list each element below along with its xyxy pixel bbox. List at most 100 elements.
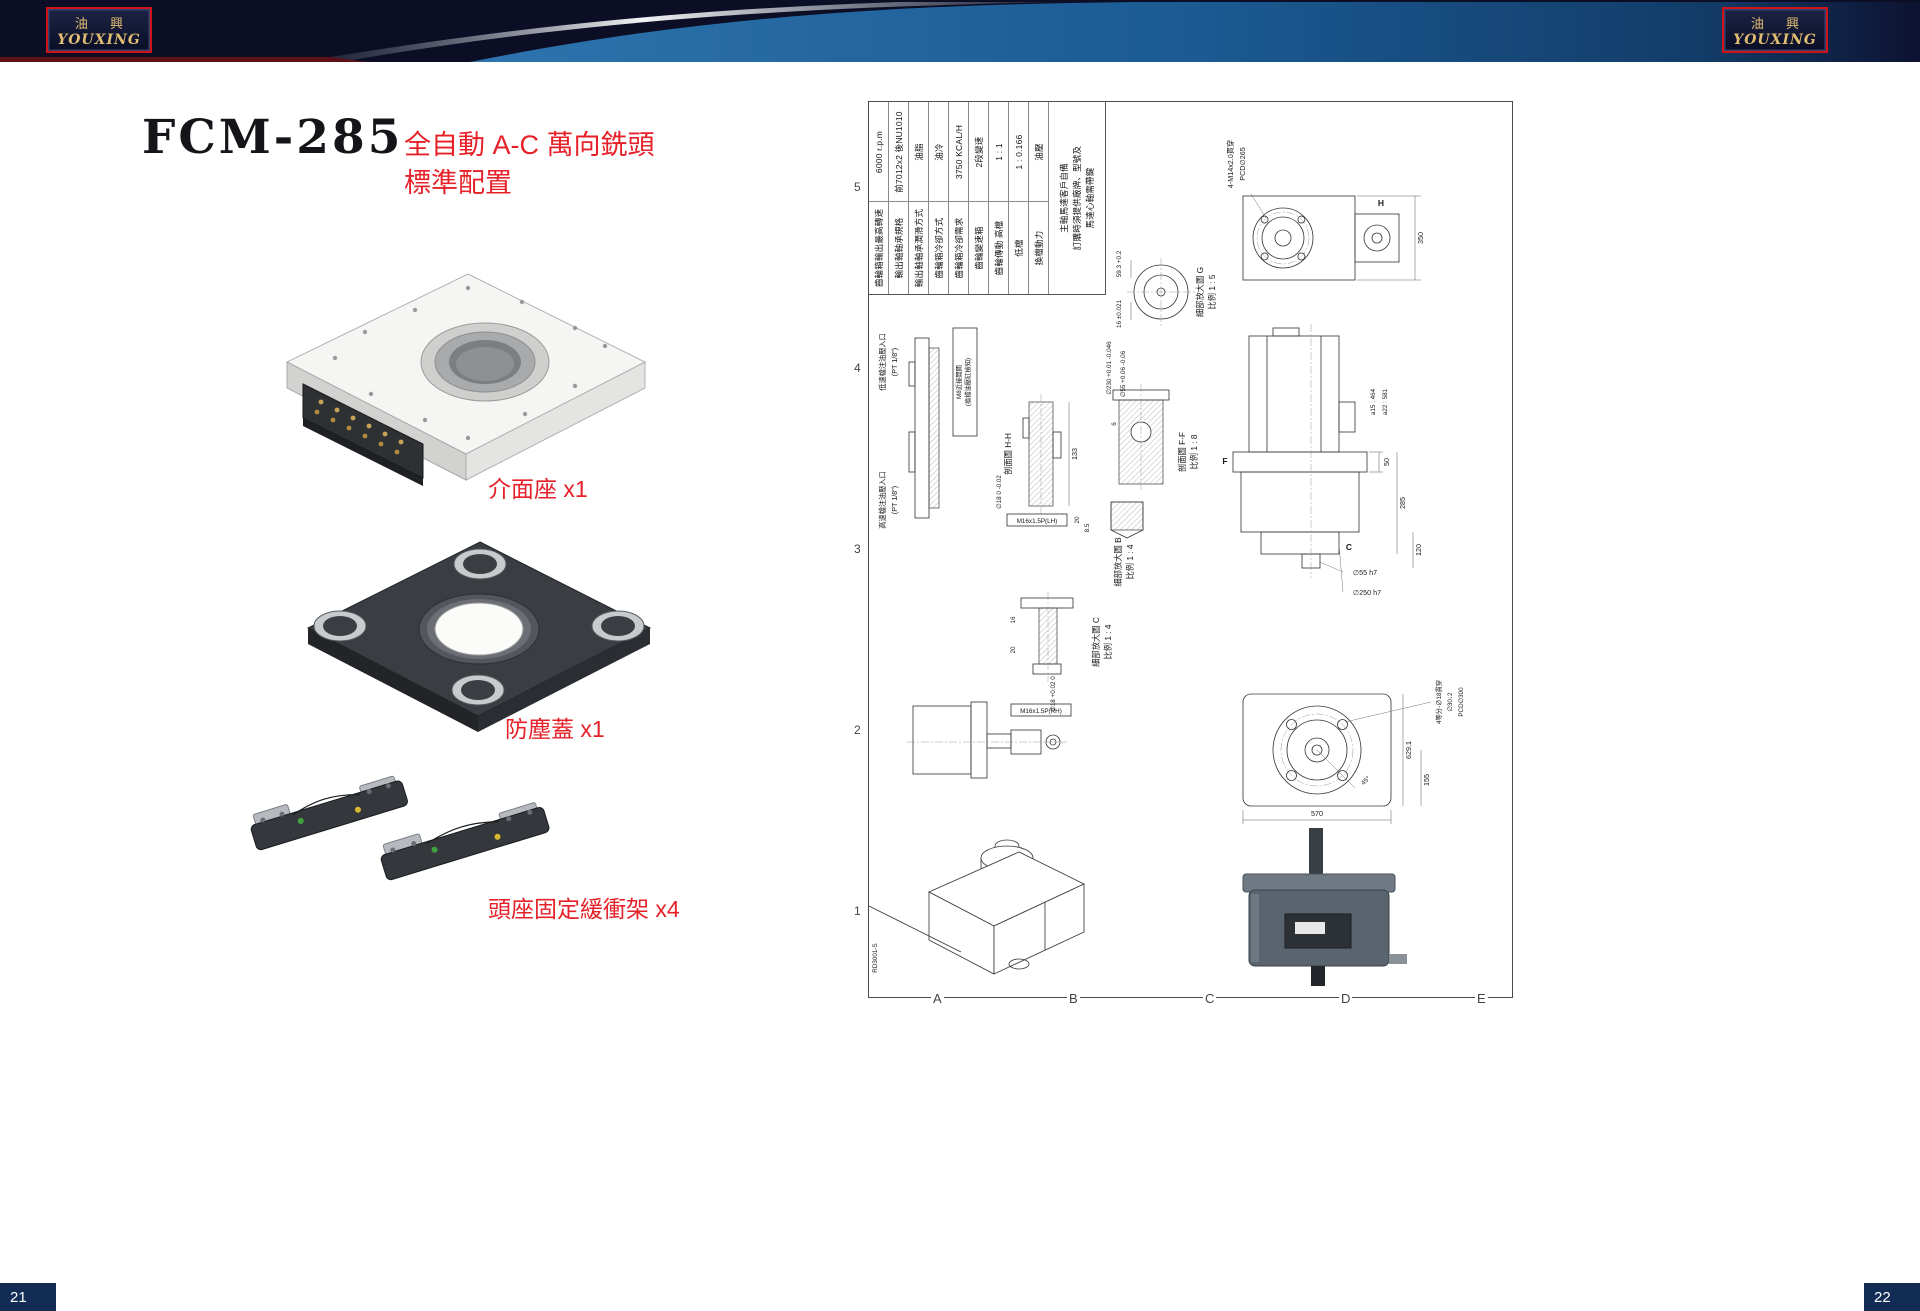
dim-a22-581: a22 : 581 bbox=[1382, 388, 1389, 415]
spec-name: 齒輪箱輸出最高轉速 bbox=[873, 208, 884, 288]
dim-20: 20 bbox=[1074, 516, 1081, 524]
subtitle-line2: 標準配置 bbox=[404, 168, 512, 198]
grid-col-label: B bbox=[1067, 991, 1080, 1006]
drawing-sheet: 5 4 3 2 1 A B C D E 6000 r.p.m 齒輪箱輸出最高轉速… bbox=[854, 101, 1513, 1006]
page-title: FCM-285 bbox=[142, 110, 404, 165]
spec-value: 前7012x2 後NU1010 bbox=[893, 110, 904, 193]
section-ff-view: 剖面圖 F-F 比例 1 : 8 ∅230 +0.01 -0.046 ∅55 +… bbox=[1106, 341, 1199, 492]
logo-en-text: YOUXING bbox=[1733, 31, 1817, 48]
spec-value: 油脂 bbox=[913, 142, 924, 161]
dim-45deg: 45° bbox=[1359, 774, 1372, 787]
spec-value: 6000 r.p.m bbox=[873, 130, 884, 173]
part-label-dust-cover: 防塵蓋 x1 bbox=[505, 716, 605, 742]
dim-16: 16 bbox=[1010, 616, 1017, 624]
bolt-bot-callout-line1: 4等分-∅18貫穿 bbox=[1434, 680, 1443, 724]
spec-name: 齒輪變速箱 bbox=[973, 226, 984, 270]
corner-bosses bbox=[313, 548, 645, 706]
spec-table: 6000 r.p.m 齒輪箱輸出最高轉速 前7012x2 後NU1010 輸出軸… bbox=[869, 102, 1106, 295]
page-number-right: 22 bbox=[1864, 1283, 1920, 1311]
grid-col-label: A bbox=[931, 991, 944, 1006]
grid-col-label: E bbox=[1475, 991, 1488, 1006]
spec-value: 1 : 0.166 bbox=[1013, 134, 1024, 169]
bolt-bot-callout-line3: PCD∅300 bbox=[1458, 687, 1465, 717]
buffer-bracket-1 bbox=[250, 775, 408, 851]
dim-a15-464: a15 : 464 bbox=[1370, 388, 1377, 415]
bolt-bot-callout-line2: ∅30↓2 bbox=[1447, 692, 1454, 712]
m8-switch-label: M8近接開關 bbox=[954, 365, 963, 399]
section-hh-label: 剖面圖 H-H bbox=[1003, 433, 1013, 475]
dim-8-5: 8.5 bbox=[1084, 523, 1091, 532]
dim-230: ∅230 +0.01 -0.046 bbox=[1106, 341, 1113, 395]
part-label-buffer-brackets: 頭座固定緩衝架 x4 bbox=[488, 896, 680, 922]
motor-outline-view bbox=[907, 701, 1067, 779]
dim-629-1: 629.1 bbox=[1404, 741, 1413, 759]
detail-g-label: 細部放大圖 G bbox=[1195, 267, 1205, 317]
detail-g-scale: 比例 1 : 5 bbox=[1207, 274, 1217, 309]
dim-59: 59.3 +0.2 bbox=[1116, 250, 1123, 277]
dim-6: 6 bbox=[1111, 422, 1118, 426]
subtitle: 全自動 A-C 萬向銑頭 標準配置 bbox=[404, 126, 655, 202]
isometric-line-view bbox=[869, 839, 1085, 975]
header-band: 油 興 YOUXING 油 興 YOUXING bbox=[0, 0, 1920, 62]
grid-row-label: 5 bbox=[854, 180, 861, 194]
spec-name: 輸出軸軸承潤滑方式 bbox=[913, 208, 924, 288]
grid-row-label: 1 bbox=[854, 904, 861, 918]
section-ff-scale: 比例 1 : 8 bbox=[1189, 434, 1199, 469]
buffer-bracket-2 bbox=[380, 802, 550, 881]
flange-top-view: 4-M14x2.0貫穿 PCD∅265 350 H bbox=[1226, 140, 1425, 281]
spec-column: 3750 KCAL/H 齒輪箱冷卻需求 bbox=[949, 102, 969, 294]
head-side-view: 50 285 120 a15 : 464 a22 : 581 ∅55 h7 ∅2… bbox=[1222, 324, 1423, 597]
dim-18-rh: ∅18 +0.02 0 bbox=[1050, 676, 1057, 712]
connector-pins bbox=[314, 399, 404, 455]
grid-row-label: 4 bbox=[854, 361, 861, 375]
section-hh-view: 剖面圖 H-H 133 ∅18 0 -0.02 M16x1.5P(LH) 20 … bbox=[996, 394, 1091, 532]
spec-value: 1 : 1 bbox=[993, 142, 1004, 161]
logo-en-text: YOUXING bbox=[57, 31, 141, 48]
m8-switch-note: (換檔油壓缸檢知) bbox=[963, 358, 972, 406]
spec-value: 油壓 bbox=[1033, 142, 1044, 161]
brand-logo-right: 油 興 YOUXING bbox=[1722, 7, 1828, 53]
grid-col-label: D bbox=[1339, 991, 1353, 1006]
detail-b-scale: 比例 1 : 4 bbox=[1125, 544, 1135, 579]
spec-note-line: 訂購時須提供廠牌、型號及 bbox=[1072, 145, 1082, 251]
dim-570: 570 bbox=[1311, 809, 1323, 818]
detail-c-view: 細部放大圖 C 比例 1 : 4 16 20 ∅18 +0.02 0 M16x1… bbox=[1010, 592, 1113, 717]
dim-16-tol: 16 ±0.021 bbox=[1116, 300, 1123, 328]
spec-note: 主軸馬達客戶自備 訂購時須提供廠牌、型號及 馬達心軸需帶鍵 bbox=[1049, 102, 1105, 294]
spec-name: 輸出軸軸承規格 bbox=[893, 217, 904, 279]
spec-column: 1 : 0.166 低檔 bbox=[1009, 102, 1029, 294]
drawing-linework: 59.3 +0.2 16 ±0.021 細部放大圖 G 比例 1 : 5 4-M… bbox=[869, 140, 1465, 986]
spec-column: 油壓 換檔動力 bbox=[1029, 102, 1049, 294]
part-image-dust-cover bbox=[306, 541, 652, 732]
detail-c-label: 細部放大圖 C bbox=[1091, 617, 1101, 667]
spec-column: 2段變速 齒輪變速箱 bbox=[969, 102, 989, 294]
oil-port-annotations: 低速檔注油壓入口 (PT 1/8") M8近接開關 (換檔油壓缸檢知) 高速檔注… bbox=[878, 327, 978, 529]
screw-holes bbox=[332, 285, 608, 441]
spec-note-line: 馬達心軸需帶鍵 bbox=[1085, 167, 1096, 229]
page-number-left: 21 bbox=[0, 1283, 56, 1311]
logo-cn-text: 油 興 bbox=[74, 16, 133, 32]
spec-column: 油脂 輸出軸軸承潤滑方式 bbox=[909, 102, 929, 294]
dim-285: 285 bbox=[1398, 497, 1407, 509]
dim-18-lh: ∅18 0 -0.02 bbox=[996, 475, 1003, 509]
spec-column: 6000 r.p.m 齒輪箱輸出最高轉速 bbox=[869, 102, 889, 294]
shaded-head-view bbox=[1242, 828, 1407, 986]
thread-lh-callout: M16x1.5P(LH) bbox=[1017, 518, 1058, 525]
detail-b-label: 細部放大圖 B bbox=[1113, 537, 1123, 587]
high-oil-label: 高速檔注油壓入口 bbox=[878, 471, 887, 529]
dim-250h7: ∅250 h7 bbox=[1353, 588, 1381, 597]
grid-row-label: 2 bbox=[854, 723, 861, 737]
high-oil-port: (PT 1/8") bbox=[890, 486, 899, 514]
part-label-interface-seat: 介面座 x1 bbox=[488, 476, 588, 502]
low-oil-port: (PT 1/8") bbox=[890, 348, 899, 376]
section-ff-label: 剖面圖 F-F bbox=[1177, 432, 1187, 472]
dim-55h7: ∅55 h7 bbox=[1353, 568, 1377, 577]
spec-column: 1 : 1 齒輪傳動 高檔 bbox=[989, 102, 1009, 294]
spec-column: 油冷 齒輪箱冷卻方式 bbox=[929, 102, 949, 294]
dim-120: 120 bbox=[1414, 544, 1423, 556]
section-marker-h: H bbox=[1378, 198, 1384, 208]
spec-name: 換檔動力 bbox=[1033, 230, 1044, 266]
thread-rh-callout: M16x1.5P(RH) bbox=[1020, 708, 1062, 715]
spec-value: 2段變速 bbox=[973, 135, 984, 168]
dim-20b: 20 bbox=[1010, 646, 1017, 654]
